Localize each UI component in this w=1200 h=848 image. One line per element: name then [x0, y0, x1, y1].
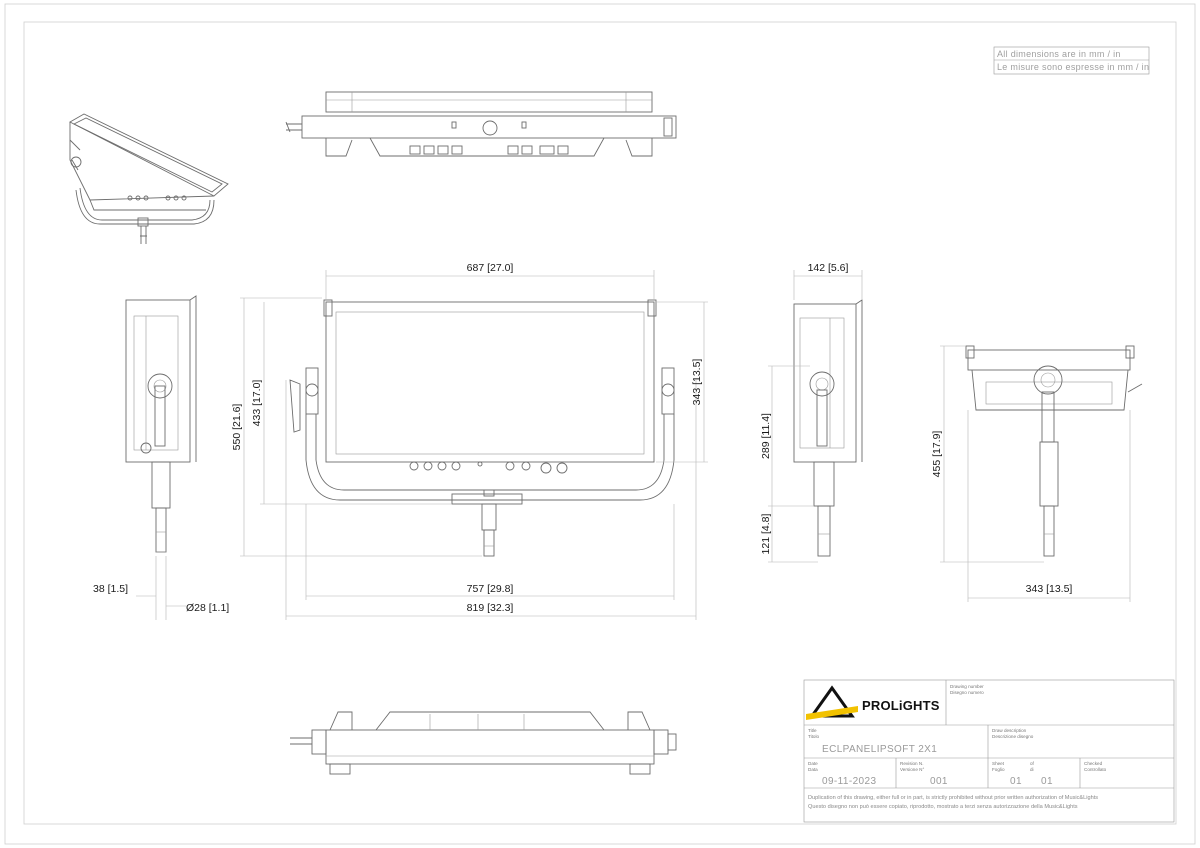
top-view [285, 91, 677, 157]
sheet-label-2: Foglio [992, 767, 1005, 772]
dim-front-width-top: 687 [27.0] [467, 262, 514, 274]
draw-description-label-1: Draw description [992, 728, 1027, 733]
sheet-value: 01 [1010, 776, 1022, 787]
iso-view [69, 113, 229, 244]
revision-label-2: Versione N° [900, 767, 924, 772]
copyright-note-line2: Questo disegno non può essere copiato, r… [808, 804, 1078, 810]
date-label-2: Data [808, 767, 818, 772]
checked-label-2: Controllato [1084, 767, 1107, 772]
prolights-logo [806, 685, 858, 720]
left-side-view [125, 295, 197, 553]
right-side-view [793, 299, 863, 557]
of-label-1: of [1030, 761, 1035, 766]
units-note-line1: All dimensions are in mm / in [997, 49, 1121, 59]
dim-spigot-diameter: Ø28 [1.1] [186, 602, 229, 614]
sheet-label-1: Sheet [992, 761, 1005, 766]
units-note-line2: Le misure sono espresse in mm / in [997, 62, 1149, 72]
title-value: ECLPANELIPSOFT 2X1 [822, 744, 937, 755]
title-label-1: Title [808, 728, 817, 733]
date-value: 09-11-2023 [822, 776, 876, 787]
dim-rear-height: 455 [17.9] [931, 431, 943, 478]
dim-front-height-panel: 433 [17.0] [251, 380, 263, 427]
dimension-lines [136, 270, 1131, 620]
units-note: All dimensions are in mm / in Le misure … [993, 46, 1150, 75]
date-label-1: Date [808, 761, 818, 766]
dim-front-width-yoke: 757 [29.8] [467, 583, 514, 595]
revision-label-1: Revision N. [900, 761, 924, 766]
title-label-2: Titolo [808, 734, 820, 739]
brand-name: PROLiGHTS [862, 698, 940, 713]
revision-value: 001 [930, 776, 948, 787]
front-view [289, 299, 675, 557]
dim-front-width-total: 819 [32.3] [467, 602, 514, 614]
inner-frame [23, 21, 1177, 825]
dim-side-depth: 142 [5.6] [808, 262, 849, 274]
rear-view [965, 345, 1143, 557]
dim-side-height-lower: 121 [4.8] [760, 513, 772, 554]
bottom-view [290, 711, 677, 775]
outer-frame [4, 3, 1196, 845]
dim-spigot-length: 38 [1.5] [93, 583, 128, 595]
copyright-note-line1: Duplication of this drawing, either full… [808, 795, 1098, 801]
checked-label-1: Checked [1084, 761, 1103, 766]
dim-side-height-upper: 289 [11.4] [760, 413, 772, 459]
draw-description-label-2: Descrizione disegno [992, 734, 1034, 739]
dim-front-height-right: 343 [13.5] [691, 359, 703, 406]
of-label-2: di [1030, 767, 1034, 772]
of-value: 01 [1041, 776, 1053, 787]
dim-rear-width: 343 [13.5] [1026, 583, 1073, 595]
dim-front-height-total: 550 [21.6] [231, 404, 243, 451]
